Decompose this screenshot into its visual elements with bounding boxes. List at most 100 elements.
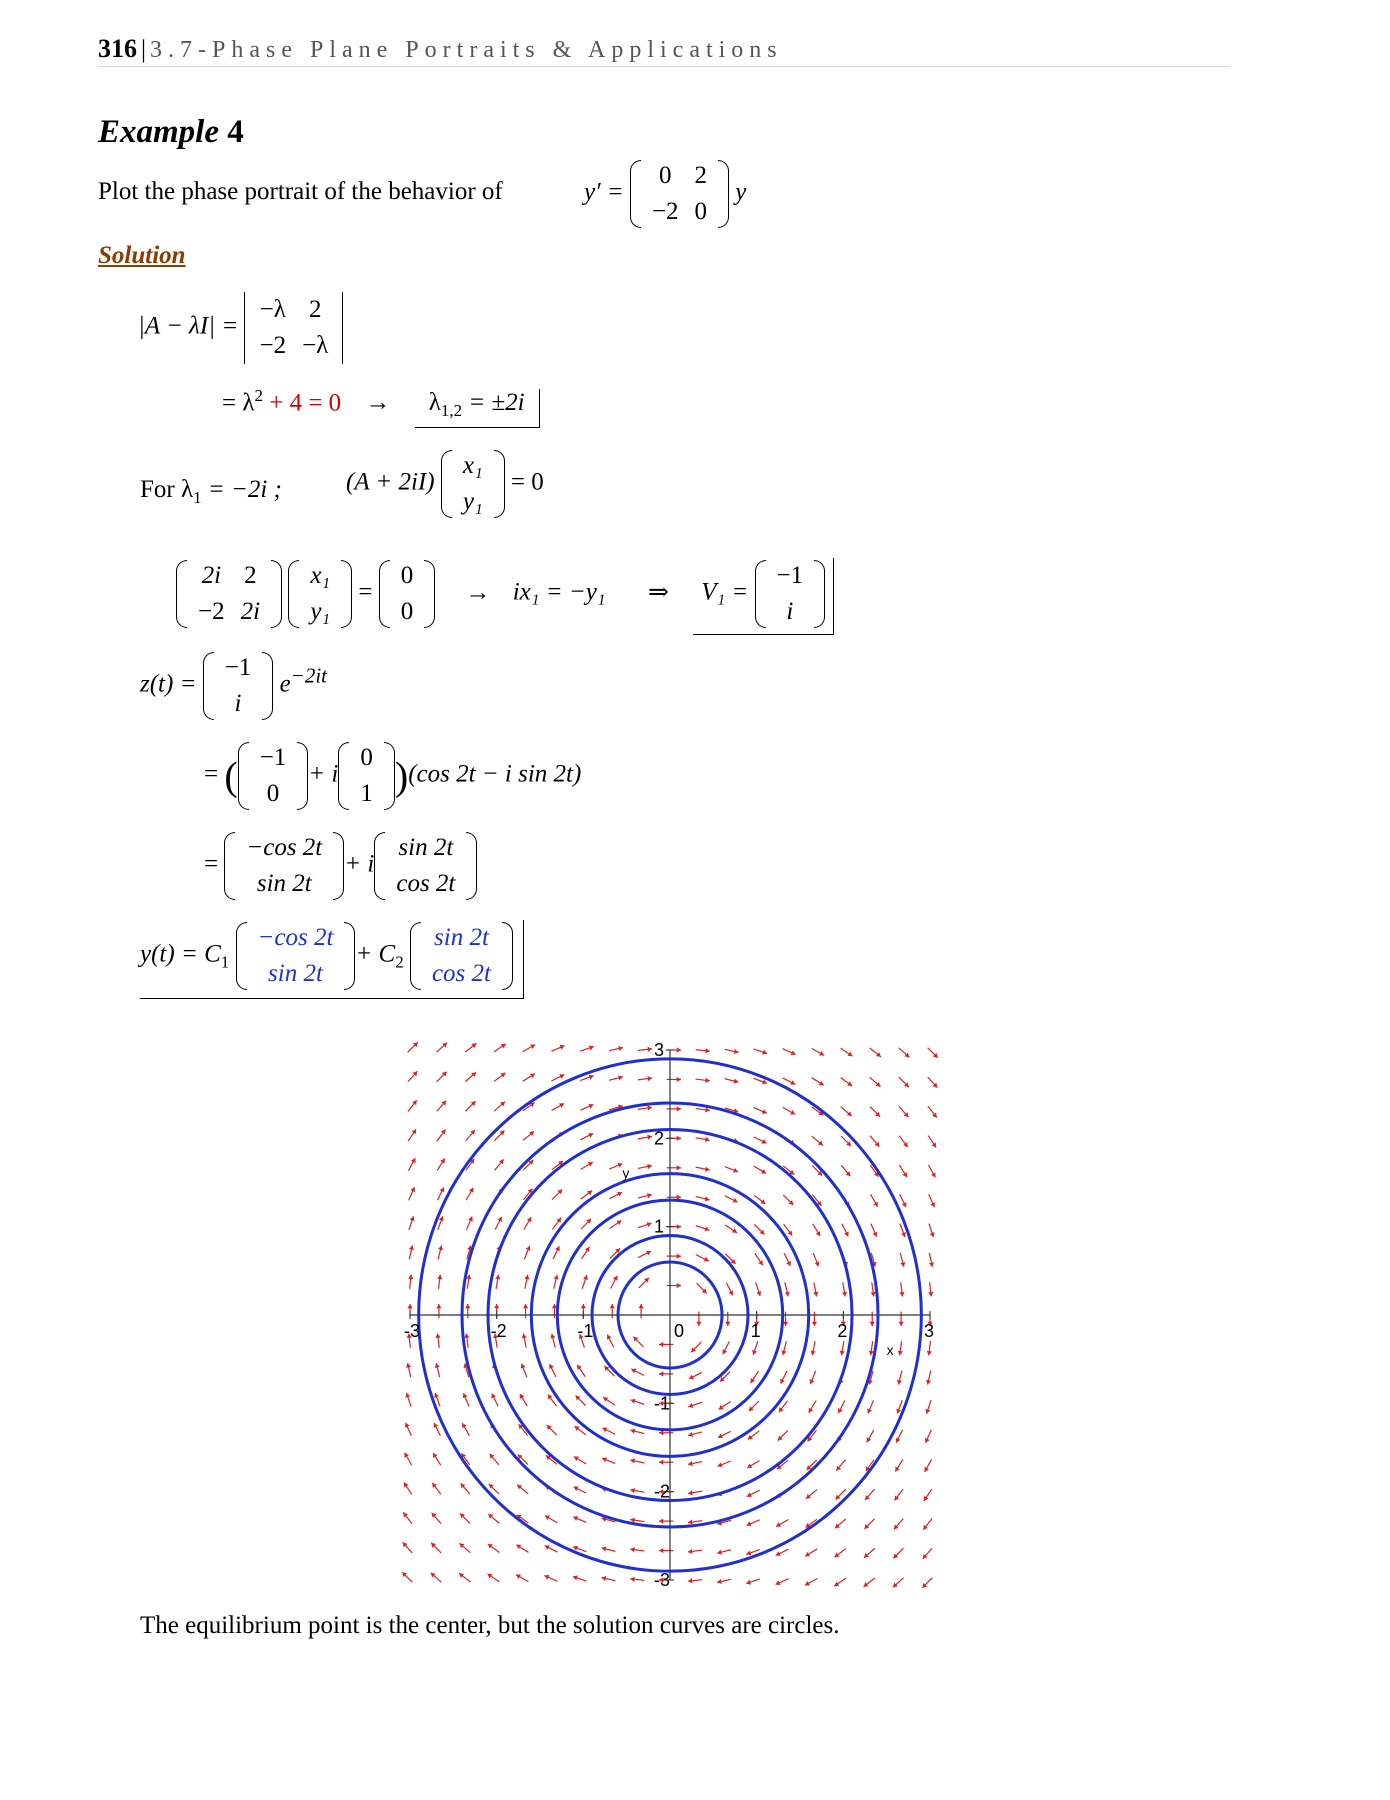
field-arrowhead (601, 1576, 607, 1582)
field-arrowhead (550, 1333, 556, 1339)
det-cell: −λ (302, 332, 329, 359)
y-tick-label: 1 (654, 1217, 664, 1237)
z-exp-power: −2it (290, 663, 328, 688)
field-arrowhead (558, 1103, 564, 1108)
field-arrowhead (814, 1261, 820, 1267)
solution-circle (460, 1101, 880, 1529)
field-arrowhead (834, 1523, 840, 1529)
field-arrowhead (588, 1045, 594, 1051)
field-arrowhead (687, 1578, 693, 1584)
field-arrowhead (924, 1437, 930, 1443)
solution-curves (417, 1057, 923, 1573)
aug-cell: −2 (198, 598, 225, 625)
field-arrowhead (471, 1043, 477, 1048)
y-tick-label: 3 (654, 1040, 664, 1060)
field-arrowhead (573, 1545, 578, 1551)
field-arrowhead (520, 1363, 526, 1369)
field-arrowhead (691, 1347, 696, 1353)
eigenvector-boxed: V₁ = −1 i (693, 558, 835, 635)
field-arrowhead (647, 1105, 653, 1111)
field-arrowhead (412, 1100, 417, 1106)
field-arrowhead (617, 1162, 623, 1168)
x-tick-label: 3 (924, 1321, 934, 1341)
field-arrowhead (529, 1073, 535, 1079)
sys-rhs: = 0 (510, 468, 544, 496)
field-arrowhead (775, 1551, 781, 1556)
field-arrowhead (903, 1112, 909, 1118)
for-sub: 1 (193, 488, 202, 507)
vec-cell: −cos 2t (246, 834, 323, 861)
field-arrowhead (875, 1052, 881, 1057)
eig-sub: 1,2 (440, 401, 463, 421)
field-arrowhead (790, 1109, 796, 1115)
field-arrowhead (577, 1364, 582, 1370)
field-arrowhead (778, 1407, 784, 1413)
field-arrowhead (676, 1253, 681, 1259)
field-arrowhead (930, 1202, 936, 1208)
for-lambda-line: For λ1 = −2i ; (140, 476, 282, 508)
field-arrowhead (517, 1454, 523, 1460)
vec-cell: cos 2t (431, 960, 491, 987)
vec-cell: 0 (266, 780, 280, 807)
det-cell: −2 (259, 332, 287, 359)
field-arrowhead (923, 1495, 929, 1501)
problem-rhs: y (735, 178, 747, 206)
field-arrowhead (817, 1140, 823, 1146)
field-arrowhead (469, 1158, 475, 1164)
field-arrowhead (874, 1141, 880, 1147)
field-arrowhead (805, 1522, 811, 1528)
field-arrowhead (434, 1393, 439, 1398)
field-arrowhead (904, 1052, 910, 1058)
field-arrowhead (932, 1082, 938, 1088)
field-arrowhead (927, 1321, 933, 1326)
field-arrowhead (923, 1524, 928, 1530)
field-arrowhead (630, 1428, 636, 1434)
field-arrowhead (525, 1245, 531, 1251)
solution-circle (417, 1057, 923, 1573)
field-arrowhead (845, 1171, 851, 1177)
field-arrowhead (515, 1574, 521, 1579)
field-arrowhead (584, 1246, 590, 1252)
field-arrowhead (746, 1579, 752, 1585)
field-arrowhead (819, 1051, 825, 1056)
x-tick-label: 0 (674, 1321, 684, 1341)
field-arrowhead (813, 1291, 819, 1297)
field-arrowhead (897, 1350, 903, 1356)
field-arrowhead (438, 1245, 444, 1251)
field-arrowhead (676, 1106, 681, 1112)
field-arrowhead (676, 1224, 681, 1230)
field-arrowhead (631, 1368, 637, 1374)
problem-statement: Plot the phase portrait of the behavior … (98, 178, 503, 205)
field-arrowhead (873, 1201, 878, 1207)
field-arrowhead (805, 1493, 811, 1499)
char-arrow: → (365, 389, 391, 417)
line2-plus-i: + i (308, 760, 339, 788)
field-arrowhead (573, 1486, 579, 1491)
field-arrowhead (687, 1519, 693, 1525)
field-arrowhead (835, 1494, 841, 1500)
field-arrowhead (406, 1363, 412, 1368)
example-title: Example 4 (98, 114, 244, 151)
field-arrowhead (725, 1321, 731, 1326)
field-arrowhead (646, 1222, 652, 1227)
field-arrowhead (728, 1290, 734, 1296)
line3-vec-b: sin 2t cos 2t (374, 830, 478, 902)
y-vec2: sin 2t cos 2t (409, 920, 514, 992)
aug-vector: x₁ y₁ (288, 558, 352, 630)
field-arrowhead (807, 1436, 813, 1442)
field-arrowhead (434, 1363, 440, 1368)
sys-vector: x₁ y₁ (440, 448, 505, 520)
field-arrowhead (776, 1464, 782, 1470)
field-arrowhead (405, 1392, 411, 1398)
field-arrowhead (777, 1435, 783, 1441)
z-lhs: z(t) = (140, 670, 197, 698)
field-arrowhead (787, 1230, 793, 1236)
eig-lhs: λ (428, 389, 441, 417)
field-arrowhead (704, 1196, 710, 1202)
vec-cell: sin 2t (256, 870, 312, 897)
field-arrowhead (406, 1333, 412, 1339)
field-arrowhead (817, 1170, 823, 1176)
field-arrowhead (495, 1274, 501, 1280)
solution-circle (529, 1172, 811, 1458)
field-arrowhead (896, 1408, 902, 1414)
